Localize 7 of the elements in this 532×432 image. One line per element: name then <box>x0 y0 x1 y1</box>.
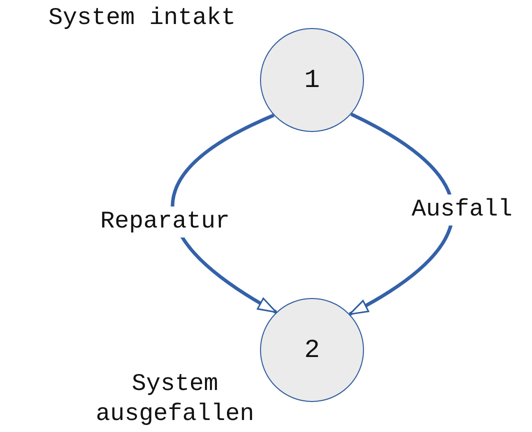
state-number: 1 <box>304 65 320 95</box>
arrow <box>170 114 278 314</box>
state-caption: System ausgefallen <box>94 370 256 430</box>
arrow <box>348 112 454 316</box>
edge-label: Ausfall <box>410 194 514 226</box>
state-number: 2 <box>304 335 320 365</box>
state-caption: System intakt <box>47 4 237 34</box>
